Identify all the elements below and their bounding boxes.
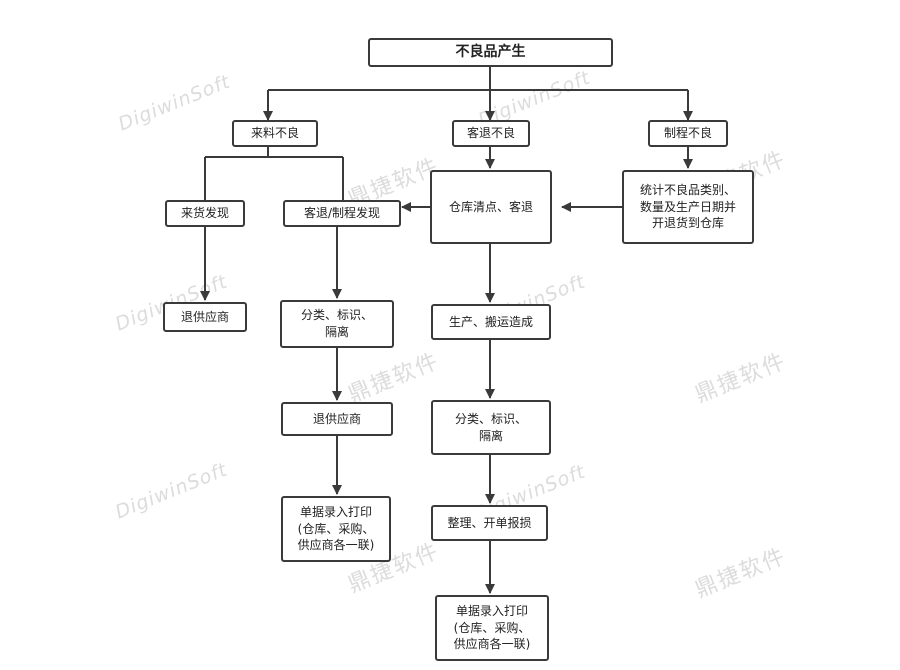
node-warehouse-check: 仓库清点、客退 <box>430 170 552 244</box>
node-classify-middle: 分类、标识、 隔离 <box>280 300 394 348</box>
node-return-supplier-middle: 退供应商 <box>281 402 393 436</box>
node-return-supplier-left: 退供应商 <box>163 302 247 332</box>
node-return-process-found: 客退/制程发现 <box>283 200 401 227</box>
node-incoming-defect: 来料不良 <box>232 120 318 147</box>
node-arrival-found: 来货发现 <box>165 200 245 227</box>
node-classify-right: 分类、标识、 隔离 <box>431 400 551 455</box>
node-return-defect: 客退不良 <box>452 120 530 147</box>
node-document-right: 单据录入打印 (仓库、采购、 供应商各一联) <box>435 595 549 661</box>
node-root: 不良品产生 <box>368 38 613 67</box>
node-production: 生产、搬运造成 <box>431 304 551 340</box>
node-organize: 整理、开单报损 <box>431 505 548 541</box>
node-document-middle: 单据录入打印 (仓库、采购、 供应商各一联) <box>281 496 391 562</box>
node-process-defect: 制程不良 <box>648 120 728 147</box>
node-statistics: 统计不良品类别、 数量及生产日期并 开退货到仓库 <box>622 170 754 244</box>
